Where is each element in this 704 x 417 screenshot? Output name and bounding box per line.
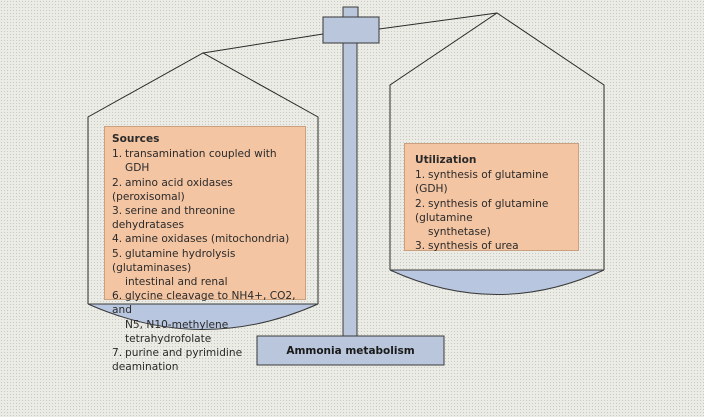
list-item: 5.glutamine hydrolysis (glutaminases)int… xyxy=(112,247,299,290)
scale-column xyxy=(343,43,357,336)
list-item: 1.synthesis of glutamine (GDH) xyxy=(415,168,572,196)
list-item: 4.amine oxidases (mitochondria) xyxy=(112,232,299,246)
pivot-cap xyxy=(343,7,358,18)
list-item: 3.synthesis of urea xyxy=(415,239,572,253)
beam-right xyxy=(379,13,497,29)
list-item: 3.serine and threonine dehydratases xyxy=(112,204,299,232)
utilization-list: 1.synthesis of glutamine (GDH) 2.synthes… xyxy=(415,168,572,253)
beam-left xyxy=(203,34,323,53)
base-label: Ammonia metabolism xyxy=(257,339,444,364)
sources-title: Sources xyxy=(112,132,299,146)
list-item: 2.amino acid oxidases (peroxisomal) xyxy=(112,176,299,204)
utilization-panel: Utilization 1.synthesis of glutamine (GD… xyxy=(404,143,579,251)
utilization-title: Utilization xyxy=(415,153,572,167)
pivot-block xyxy=(323,17,379,43)
right-pan-bowl xyxy=(390,270,604,295)
